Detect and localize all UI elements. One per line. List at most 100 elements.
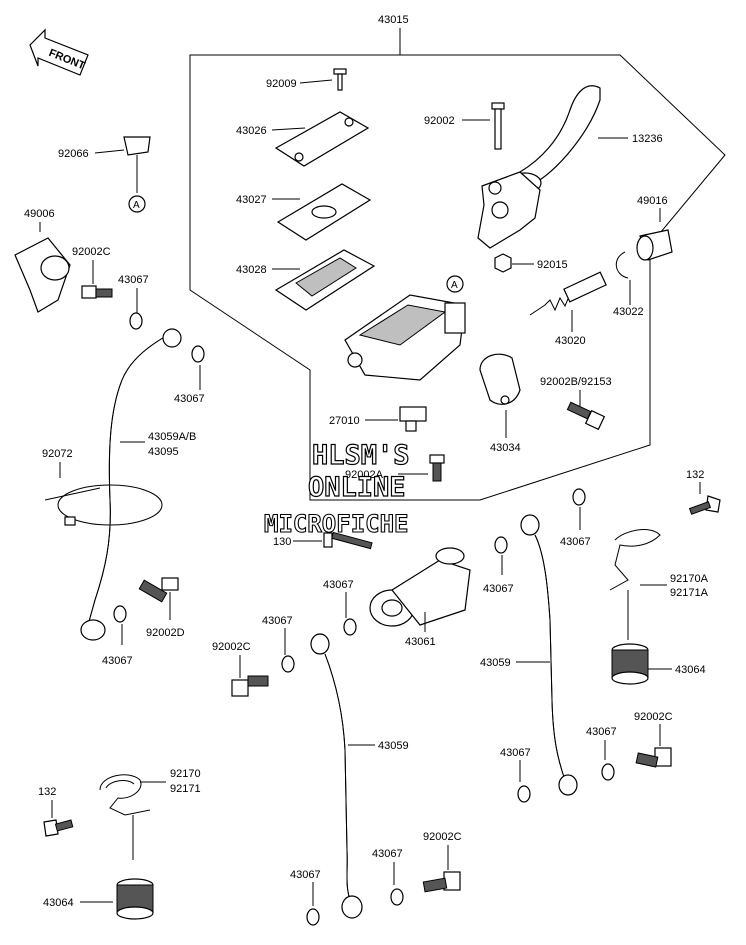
part-label-92015: 92015	[537, 259, 568, 271]
bolt-92002c-1-icon	[81, 285, 113, 299]
part-label-132-1: 132	[686, 469, 704, 481]
part-label-92002: 92002	[424, 115, 455, 127]
assembly-boundary	[189, 28, 726, 501]
part-label-27010: 27010	[329, 415, 360, 427]
bolt-132-2-icon	[43, 819, 74, 837]
master-cylinder-body-icon	[344, 294, 466, 381]
watermark-line2: ONLINE	[308, 472, 406, 503]
part-label-43059ab: 43059A/B	[148, 431, 196, 443]
part-label-130: 130	[273, 536, 291, 548]
bolt-130-icon	[323, 531, 373, 550]
watermark-line1: HLSM'S	[312, 440, 410, 471]
washer-43067-5-icon	[343, 618, 357, 636]
watermark: HLSM'S ONLINE MICROFICHE	[263, 439, 410, 538]
part-label-49006: 49006	[24, 208, 55, 220]
part-label-13236: 13236	[632, 133, 663, 145]
brake-hose-43059-2-icon	[310, 633, 363, 919]
bolt-92002c-4-icon	[422, 871, 461, 893]
grommet-43064-2-icon	[116, 878, 154, 920]
washer-43067-3-icon	[572, 488, 586, 506]
ref-marker-a-1: A	[128, 195, 146, 213]
part-label-92171a: 92171A	[670, 587, 709, 599]
part-label-92002c-1: 92002C	[72, 246, 111, 258]
part-label-43061: 43061	[405, 636, 436, 648]
washer-43067-9-icon	[517, 785, 531, 803]
part-label-43067-9: 43067	[500, 747, 531, 759]
part-label-92002d: 92002D	[146, 627, 185, 639]
part-label-43067-6: 43067	[102, 655, 133, 667]
circlip-43022-icon	[615, 251, 629, 279]
part-label-43067-3: 43067	[560, 536, 591, 548]
bracket-92170a-icon	[609, 529, 661, 591]
washer-43067-10-icon	[390, 888, 404, 906]
part-label-92170: 92170	[170, 768, 201, 780]
bolt-92002d-icon	[138, 577, 179, 603]
part-label-43027: 43027	[236, 194, 267, 206]
clamp-43034-icon	[479, 353, 521, 405]
washer-43067-11-icon	[306, 908, 320, 926]
part-label-43064-2: 43064	[43, 897, 74, 909]
part-label-43015: 43015	[378, 14, 409, 26]
grommet-43064-1-icon	[611, 643, 649, 685]
screw-92009-icon	[333, 68, 347, 91]
part-label-43067-11: 43067	[290, 869, 321, 881]
part-label-92002a: 92002A	[345, 469, 384, 481]
bracket-92170-icon	[99, 774, 151, 816]
part-label-43064-1: 43064	[675, 664, 706, 676]
bolt-92002c-3-icon	[635, 747, 672, 768]
part-label-43020: 43020	[555, 335, 586, 347]
nut-92015-icon	[494, 253, 512, 273]
brake-hose-43059-1-icon	[520, 514, 578, 796]
boot-49016-icon	[636, 229, 673, 261]
part-label-49016: 49016	[637, 195, 668, 207]
part-label-43059-2: 43059	[378, 740, 409, 752]
washer-43067-7-icon	[281, 655, 295, 673]
brake-hose-43059ab-icon	[80, 328, 182, 641]
switch-27010-icon	[399, 406, 427, 432]
cable-tie-92072-icon	[44, 484, 163, 526]
bolt-92002b-icon	[566, 401, 606, 431]
bolt-92002c-2-icon	[231, 675, 269, 697]
part-label-43026: 43026	[236, 125, 267, 137]
svg-text:A: A	[451, 280, 458, 291]
part-label-43028: 43028	[236, 264, 267, 276]
bolt-92002a-icon	[429, 454, 445, 482]
part-label-92066: 92066	[58, 148, 89, 160]
pivot-bolt-92002-icon	[491, 102, 505, 150]
washer-43067-1-icon	[129, 312, 143, 330]
diaphragm-plate-43027-icon	[276, 183, 372, 241]
part-label-43067-1: 43067	[118, 274, 149, 286]
part-label-43067-10: 43067	[372, 848, 403, 860]
ref-marker-a-2: A	[446, 275, 464, 293]
part-label-43067-8: 43067	[586, 726, 617, 738]
part-label-43059-1: 43059	[480, 657, 511, 669]
bolt-132-1-icon	[688, 495, 721, 515]
washer-43067-4-icon	[494, 536, 508, 554]
diaphragm-43028-icon	[274, 249, 376, 311]
brake-lever-13236-icon	[477, 85, 601, 249]
cover-49006-icon	[14, 237, 71, 313]
part-label-92002c-4: 92002C	[423, 831, 462, 843]
washer-43067-6-icon	[113, 605, 127, 623]
part-label-43022: 43022	[613, 306, 644, 318]
part-label-92170a: 92170A	[670, 573, 709, 585]
svg-text:A: A	[133, 200, 140, 211]
front-arrow-icon: FRONT	[29, 28, 89, 76]
part-label-92171: 92171	[170, 783, 201, 795]
part-label-92002b: 92002B/92153	[540, 376, 612, 388]
part-label-43067-7: 43067	[262, 615, 293, 627]
piston-43020-icon	[529, 271, 607, 316]
washer-43067-2-icon	[191, 345, 205, 363]
cap-92066-icon	[123, 136, 151, 193]
washer-43067-8-icon	[601, 763, 615, 781]
part-label-92009: 92009	[266, 78, 297, 90]
part-label-43067-2: 43067	[174, 393, 205, 405]
part-label-43067-4: 43067	[483, 583, 514, 595]
reservoir-cap-43026-icon	[274, 111, 370, 167]
part-label-132-2: 132	[38, 786, 56, 798]
caliper-43061-icon	[369, 547, 471, 627]
part-label-43034: 43034	[490, 442, 521, 454]
part-label-43095: 43095	[148, 446, 179, 458]
part-label-92072: 92072	[42, 448, 73, 460]
